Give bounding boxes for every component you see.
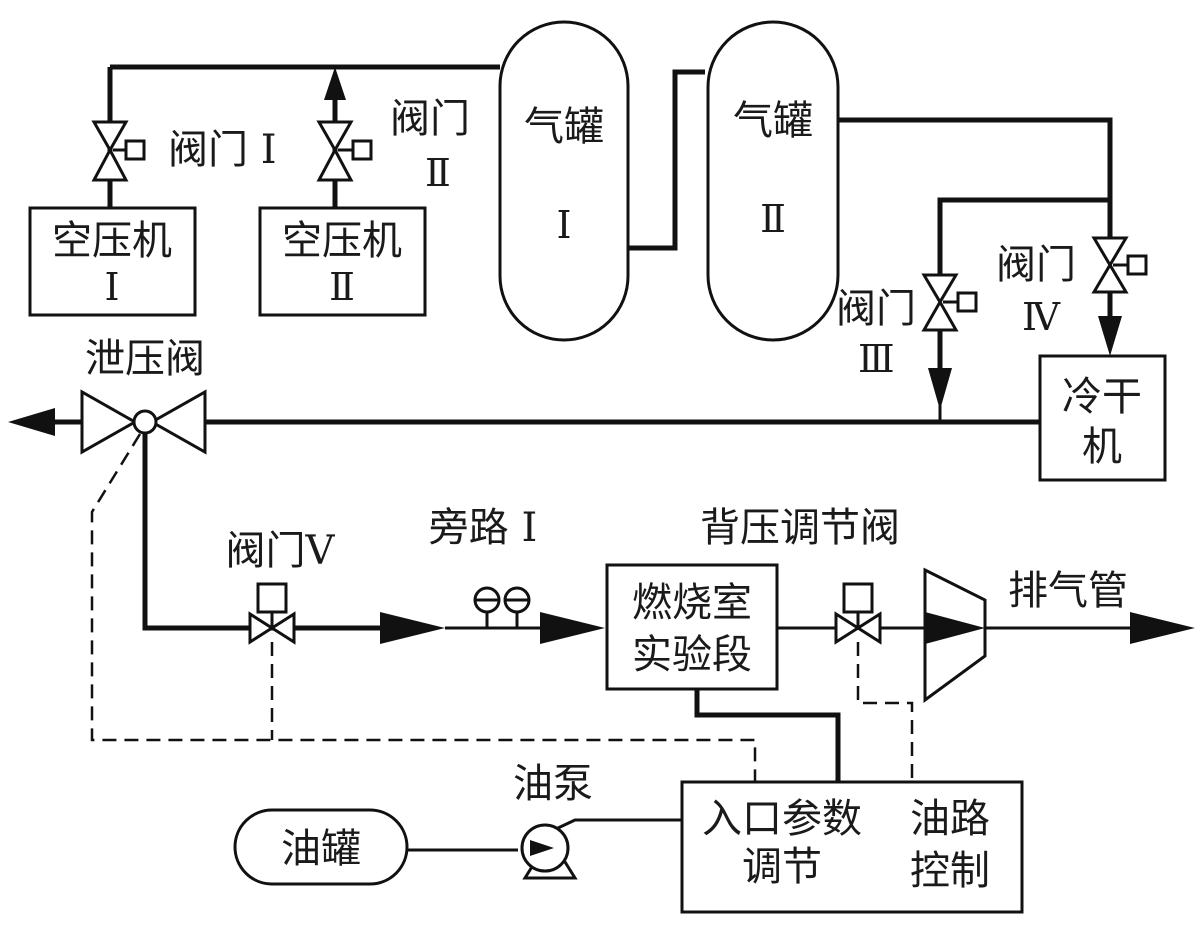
relief-valve-actuator-icon <box>132 409 158 435</box>
exhaust-pipe[interactable] <box>923 567 1195 703</box>
inlet-control-label-1: 入口参数 <box>702 796 862 842</box>
tank-2[interactable]: 气罐 Ⅱ <box>706 20 840 342</box>
oil-pump-to-control-pipe <box>557 818 682 830</box>
valve-3-branch-pipe <box>937 197 1110 275</box>
compressor-1-number: Ⅰ <box>104 267 119 309</box>
bypass-1-label: 旁路 Ⅰ <box>429 505 538 551</box>
valve-4-actuator-icon <box>1126 254 1148 276</box>
exhaust-arrow <box>1130 612 1195 644</box>
combustor-label-2: 实验段 <box>632 632 752 678</box>
valve-3-arrow <box>928 368 952 410</box>
valve-2-actuator-icon <box>351 139 373 161</box>
tank-1[interactable]: 气罐 Ⅰ <box>498 20 630 342</box>
cold-dryer-label-1: 冷干 <box>1062 374 1142 420</box>
valve-3-label: 阀门 <box>836 286 916 332</box>
tank-2-number: Ⅱ <box>760 199 786 241</box>
combustor-label-1: 燃烧室 <box>632 580 752 626</box>
relief-outlet-arrow <box>8 408 55 436</box>
oil-pump-label: 油泵 <box>513 761 593 807</box>
compressor-2[interactable]: 空压机 Ⅱ <box>258 206 427 317</box>
valve-2-number: Ⅱ <box>425 153 451 195</box>
valve-4-label: 阀门 <box>996 242 1076 288</box>
compressor-1[interactable]: 空压机 Ⅰ <box>28 206 197 317</box>
relief-valve[interactable] <box>80 389 207 455</box>
cold-dryer-label-2: 机 <box>1082 424 1122 470</box>
oil-tank[interactable]: 油罐 <box>233 808 409 886</box>
back-pressure-valve-actuator-icon <box>842 582 874 614</box>
bypass-1-gauges[interactable] <box>473 586 531 628</box>
combustor-test-section[interactable]: 燃烧室 实验段 <box>605 563 779 691</box>
lower-arrow-2 <box>540 612 605 644</box>
tank-1-label: 气罐 <box>524 104 604 150</box>
back-pressure-valve[interactable] <box>834 582 882 645</box>
valve-4-arrow <box>1098 316 1122 356</box>
oil-control-label-1: 油路 <box>910 796 990 842</box>
oil-pump[interactable] <box>520 823 578 880</box>
valve-3-number: Ⅲ <box>858 339 895 381</box>
control-box[interactable]: 入口参数 调节 油路 控制 <box>680 780 1024 914</box>
tank-1-number: Ⅰ <box>556 205 571 247</box>
valve-4-number: Ⅳ <box>1022 297 1061 339</box>
valve-2[interactable] <box>316 120 373 182</box>
relief-valve-label: 泄压阀 <box>85 336 205 382</box>
valve-1-actuator-icon <box>124 139 146 161</box>
valve-3[interactable] <box>921 273 978 332</box>
compressor-2-arrow <box>324 67 346 100</box>
oil-tank-label: 油罐 <box>281 826 361 872</box>
tank-2-label: 气罐 <box>733 98 813 144</box>
valve-5-label: 阀门Ⅴ <box>226 528 336 574</box>
exhaust-label: 排气管 <box>1008 568 1128 614</box>
valve-5-actuator-icon <box>256 582 288 614</box>
back-pressure-valve-label: 背压调节阀 <box>700 505 900 551</box>
valve-3-actuator-icon <box>956 291 978 313</box>
tank-2-outlet-pipe <box>838 117 1113 238</box>
valve-1-label: 阀门 Ⅰ <box>168 127 277 173</box>
valve-4[interactable] <box>1091 236 1148 294</box>
tank-link-pipe <box>628 69 705 251</box>
relief-control-signal <box>90 433 757 782</box>
oil-control-label-2: 控制 <box>910 848 990 894</box>
compressor-1-label: 空压机 <box>52 218 172 264</box>
lower-main-pipe <box>142 434 385 631</box>
compressor-2-number: Ⅱ <box>329 267 355 309</box>
combustor-control-link <box>694 689 841 782</box>
back-pressure-control-signal <box>856 642 914 782</box>
compressor-2-label: 空压机 <box>282 218 402 264</box>
lower-arrow-1 <box>380 612 445 644</box>
valve-2-label: 阀门 <box>390 96 470 142</box>
cold-dryer[interactable]: 冷干 机 <box>1038 354 1167 482</box>
inlet-control-label-2: 调节 <box>742 844 822 890</box>
valve-5[interactable] <box>248 582 296 645</box>
valve-1[interactable] <box>91 120 146 182</box>
